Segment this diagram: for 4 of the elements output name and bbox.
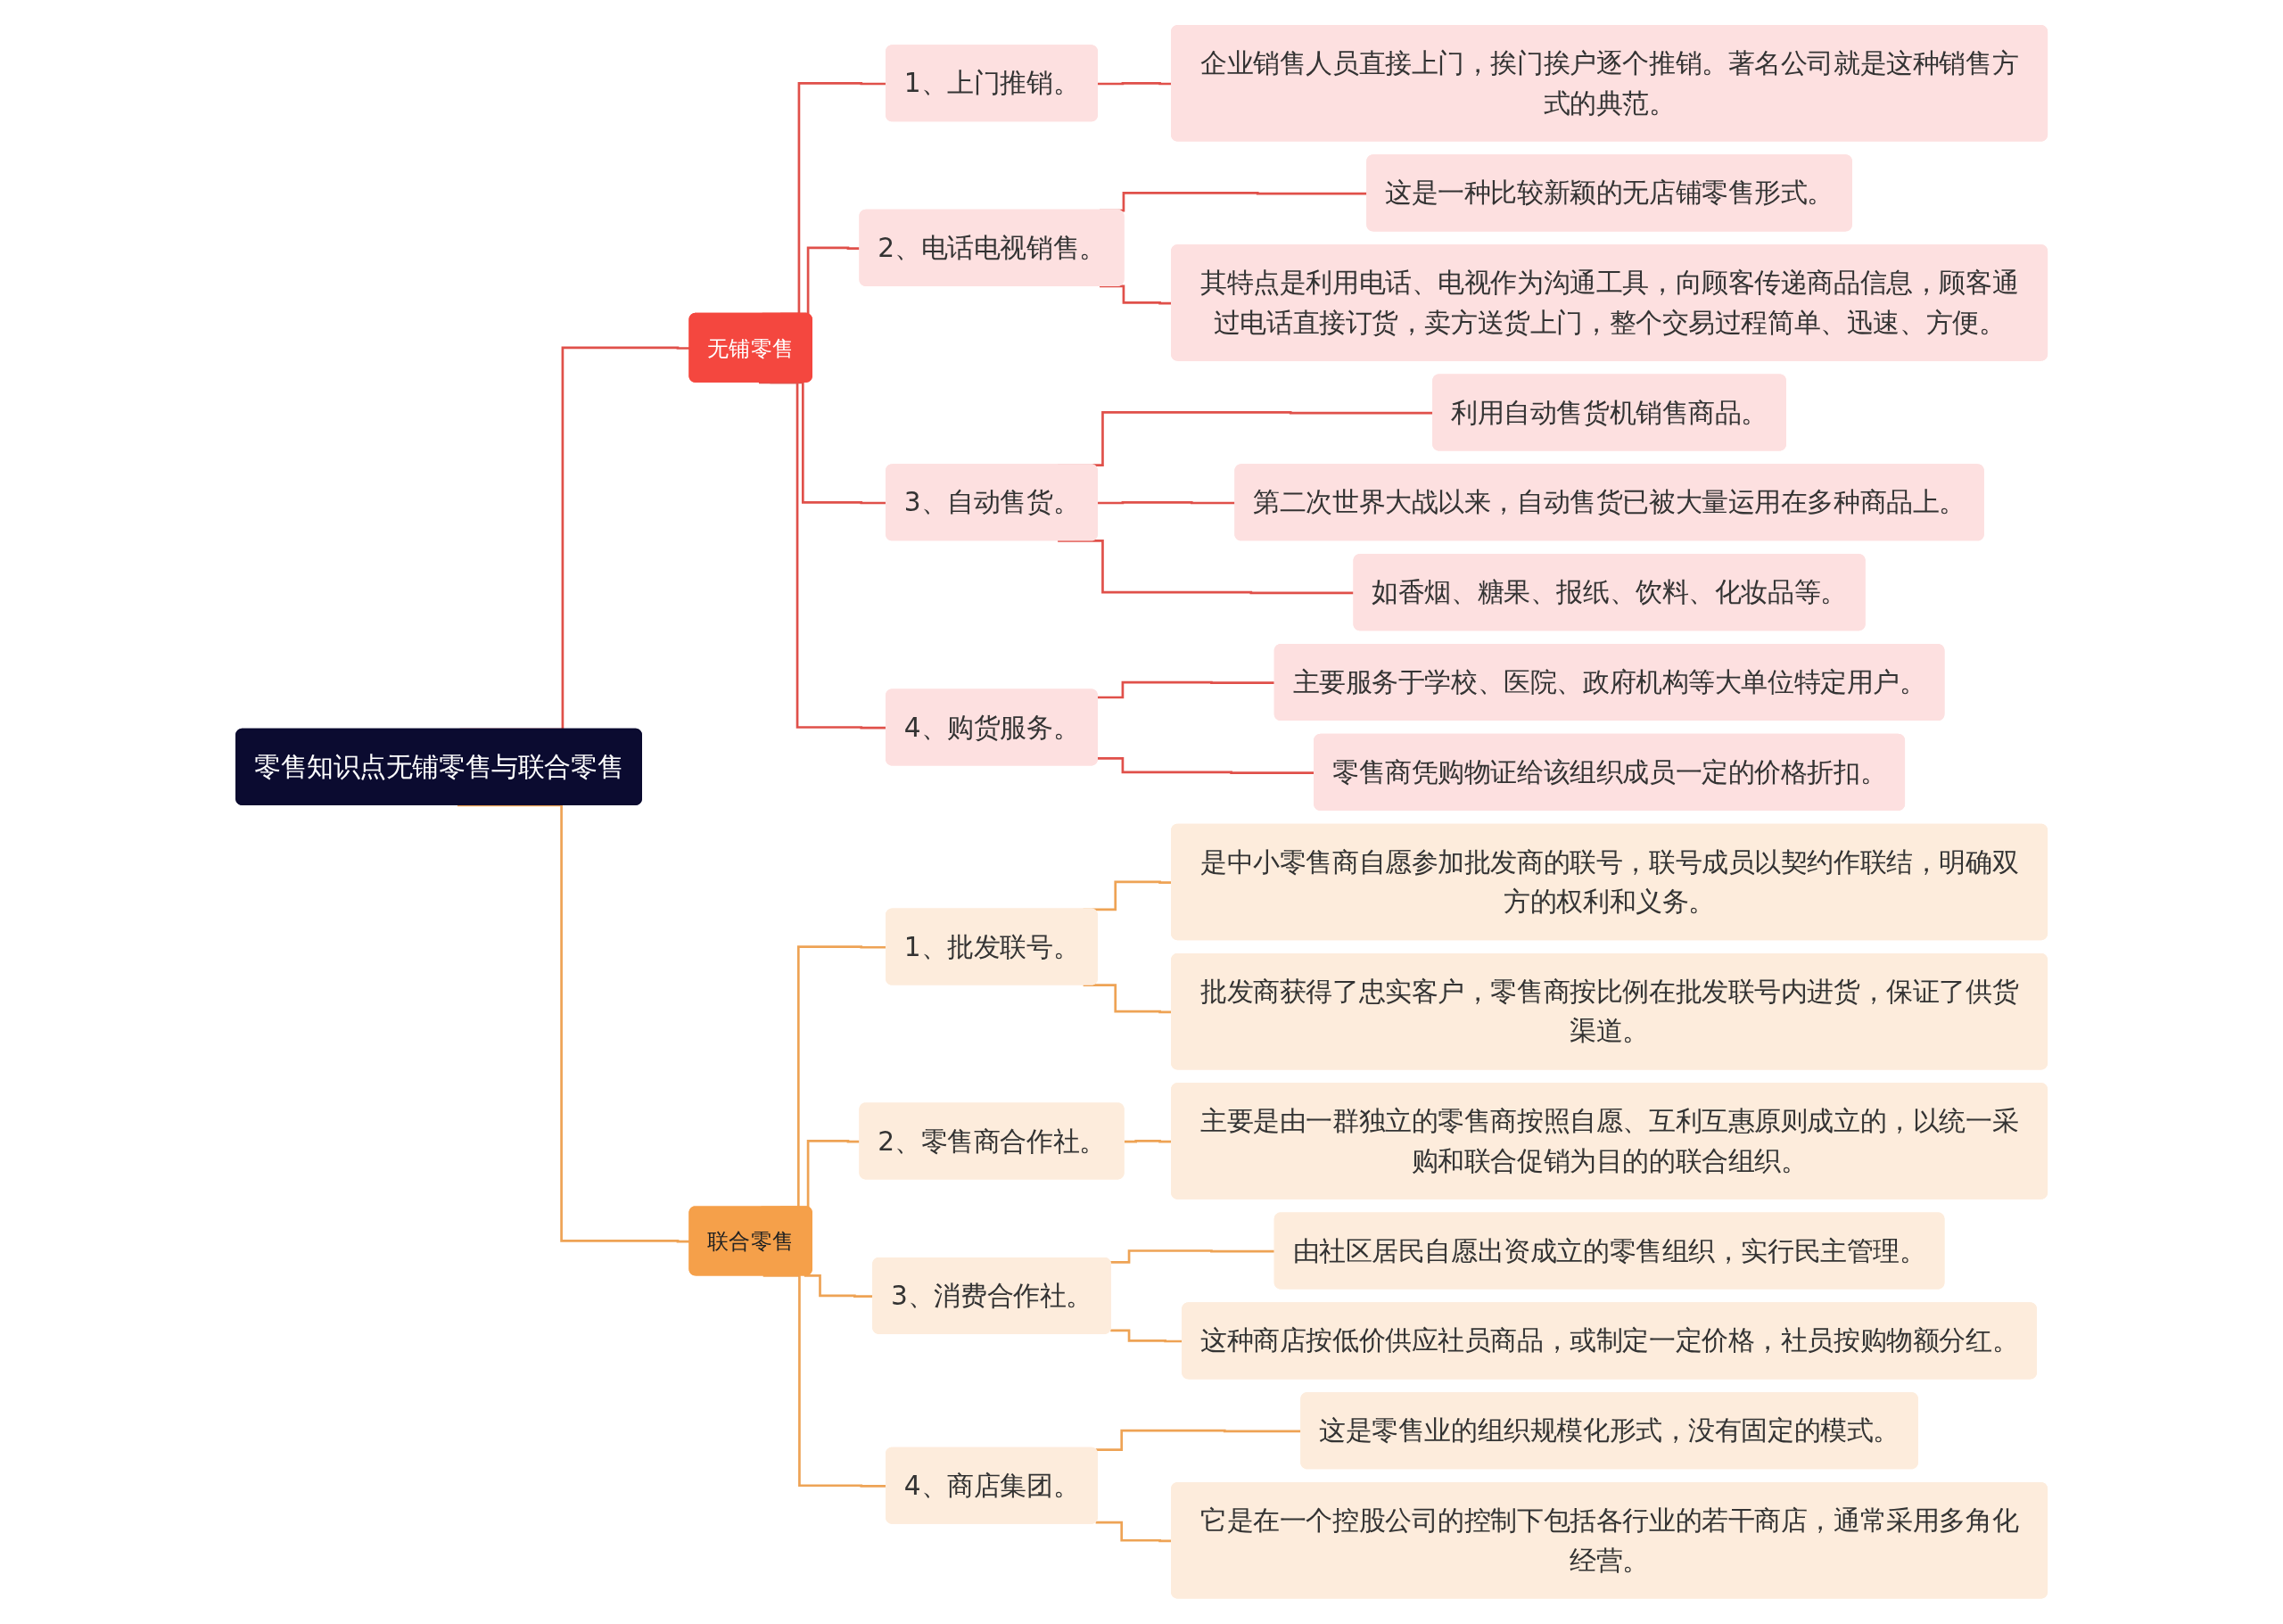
- connector: [1058, 540, 1355, 595]
- connector: [1110, 1249, 1275, 1264]
- connector: [457, 804, 690, 1243]
- connector: [1097, 680, 1275, 699]
